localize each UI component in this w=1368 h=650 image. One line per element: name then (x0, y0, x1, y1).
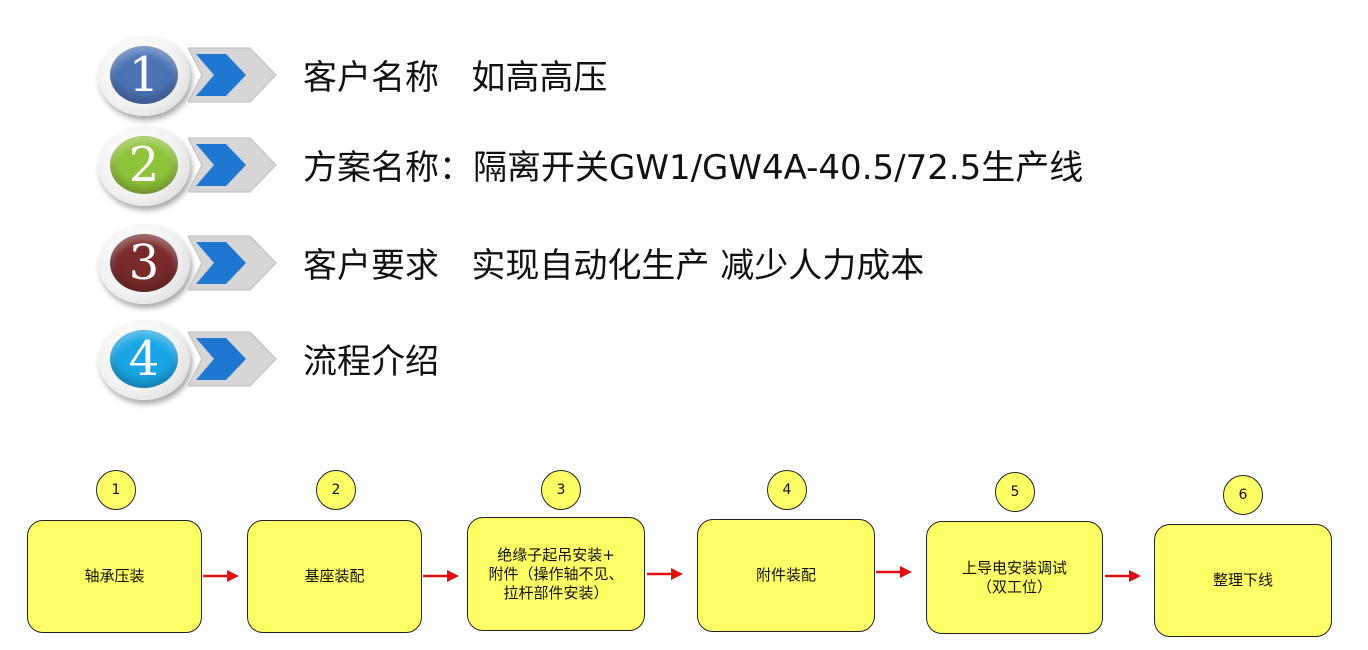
step-number-5: 5 (995, 472, 1035, 512)
flow-arrow-5 (1105, 570, 1141, 582)
flow-arrow-3 (647, 568, 683, 580)
step-box-4: 附件装配 (697, 519, 875, 632)
step-number-4: 4 (767, 470, 807, 510)
chevron-right-icon (188, 137, 277, 193)
number-badge-4: 4 (98, 320, 190, 400)
number-badge-3: 3 (98, 224, 190, 304)
list-row-4: 4 流程介绍 (98, 316, 1198, 400)
step-box-1: 轴承压装 (27, 520, 202, 633)
list-row-1: 1 客户名称 如高高压 (98, 32, 1198, 116)
row-text-2: 方案名称：隔离开关GW1/GW4A-40.5/72.5生产线 (303, 147, 1084, 188)
step-box-2: 基座装配 (247, 520, 422, 633)
number-badge-2: 2 (98, 126, 190, 206)
chevron-right-icon (188, 235, 277, 291)
step-number-6: 6 (1223, 475, 1263, 515)
flow-arrow-1 (203, 570, 239, 582)
step-number-3: 3 (541, 470, 581, 510)
step-box-6: 整理下线 (1154, 524, 1332, 637)
flow-arrow-2 (423, 570, 459, 582)
step-number-1: 1 (96, 470, 136, 510)
chevron-right-icon (188, 47, 277, 103)
flow-arrow-4 (876, 566, 912, 578)
badge-number: 4 (110, 330, 178, 388)
badge-number: 2 (110, 136, 178, 194)
row-text-4: 流程介绍 (303, 341, 439, 382)
badge-number: 3 (110, 234, 178, 292)
list-row-3: 3 客户要求 实现自动化生产 减少人力成本 (98, 220, 1198, 304)
row-text-1: 客户名称 如高高压 (303, 57, 608, 98)
list-row-2: 2 方案名称：隔离开关GW1/GW4A-40.5/72.5生产线 (98, 122, 1198, 206)
badge-number: 1 (110, 46, 178, 104)
number-badge-1: 1 (98, 36, 190, 116)
step-box-5: 上导电安装调试 （双工位） (926, 521, 1103, 634)
step-number-2: 2 (316, 470, 356, 510)
chevron-right-icon (188, 331, 277, 387)
step-box-3: 绝缘子起吊安装+ 附件（操作轴不见、 拉杆部件安装） (467, 517, 645, 631)
row-text-3: 客户要求 实现自动化生产 减少人力成本 (303, 245, 925, 286)
